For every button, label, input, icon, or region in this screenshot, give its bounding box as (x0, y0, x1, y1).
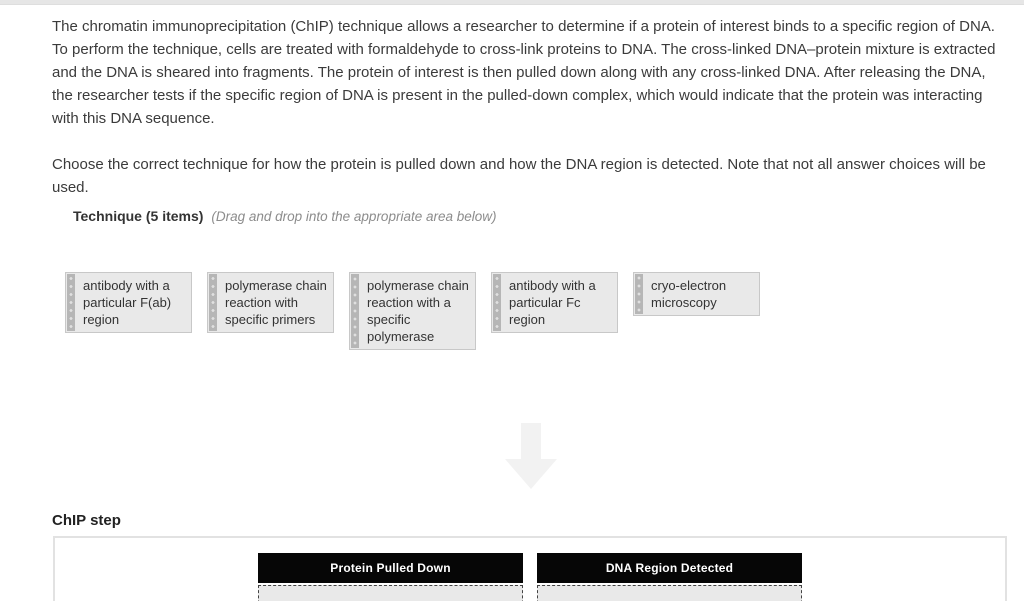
drag-handle-icon[interactable] (67, 274, 75, 331)
drop-zone-protein-pulled-down[interactable] (258, 585, 523, 601)
instruction-paragraph: Choose the correct technique for how the… (52, 156, 986, 196)
drag-item-label: antibody with a particular F(ab) region (83, 278, 172, 327)
bank-caption: Technique (5 items) (Drag and drop into … (73, 206, 1008, 227)
drag-item-antibody-fab[interactable]: antibody with a particular F(ab) region (65, 272, 192, 333)
top-border-strip (0, 0, 1024, 5)
drag-item-pcr-primers[interactable]: polymerase chain reaction with specific … (207, 272, 334, 333)
section-title: ChIP step (52, 512, 121, 529)
drag-item-label: polymerase chain reaction with specific … (225, 278, 327, 327)
drag-item-label: antibody with a particular Fc region (509, 278, 596, 327)
column-header: DNA Region Detected (537, 553, 802, 583)
drag-handle-icon[interactable] (351, 274, 359, 348)
drag-handle-icon[interactable] (493, 274, 501, 331)
column-dna-region-detected: DNA Region Detected (537, 553, 802, 601)
drag-item-antibody-fc[interactable]: antibody with a particular Fc region (491, 272, 618, 333)
bank-label: Technique (5 items) (73, 208, 204, 224)
drag-handle-icon[interactable] (635, 274, 643, 314)
column-protein-pulled-down: Protein Pulled Down (258, 553, 523, 601)
drop-zone-dna-region-detected[interactable] (537, 585, 802, 601)
target-columns: Protein Pulled Down DNA Region Detected (55, 553, 1005, 601)
chip-step-target-area: Protein Pulled Down DNA Region Detected (53, 536, 1007, 601)
drag-item-cryo-em[interactable]: cryo-electron microscopy (633, 272, 760, 316)
question-intro: The chromatin immunoprecipitation (ChIP)… (52, 15, 1008, 227)
down-arrow-icon (505, 423, 557, 489)
bank-hint: (Drag and drop into the appropriate area… (211, 209, 497, 224)
column-header: Protein Pulled Down (258, 553, 523, 583)
intro-paragraph: The chromatin immunoprecipitation (ChIP)… (52, 18, 996, 127)
drag-item-pcr-polymerase[interactable]: polymerase chain reaction with a specifi… (349, 272, 476, 350)
drag-item-label: polymerase chain reaction with a specifi… (367, 278, 469, 344)
drag-item-bank: antibody with a particular F(ab) region … (65, 272, 760, 350)
drag-item-label: cryo-electron microscopy (651, 278, 727, 310)
drag-handle-icon[interactable] (209, 274, 217, 331)
